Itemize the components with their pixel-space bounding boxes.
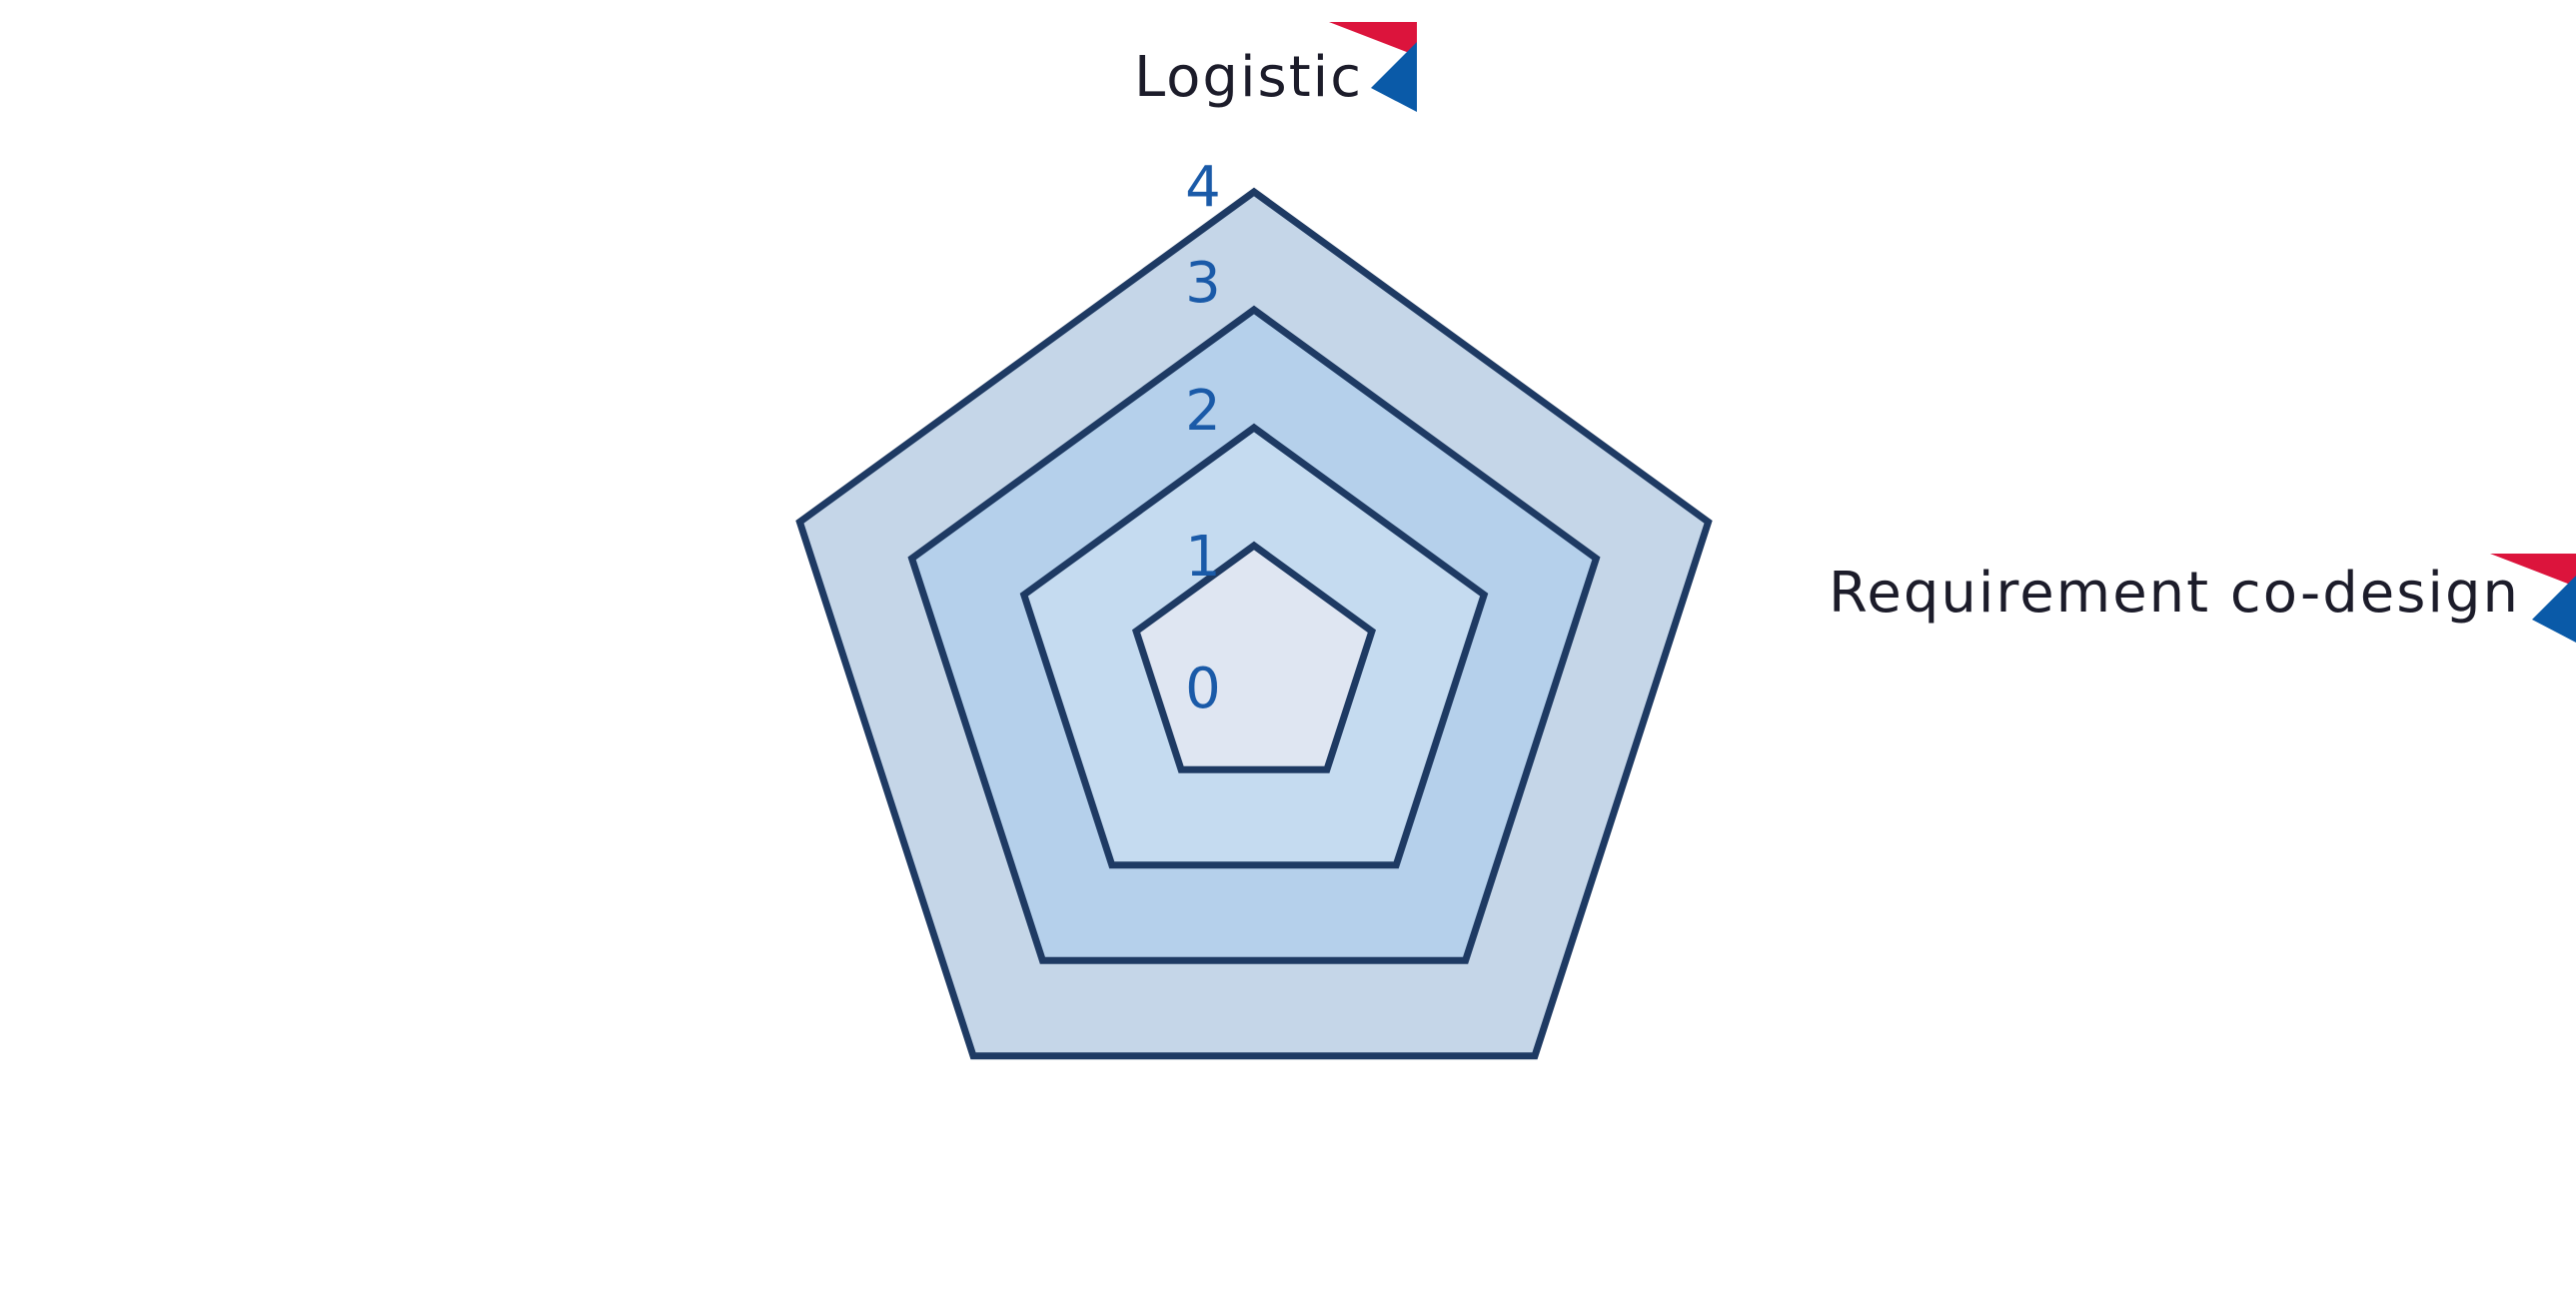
radar-tick-label: 3: [1185, 251, 1221, 316]
radar-ring-3: [907, 305, 1601, 964]
radar-tick-label: 1: [1185, 525, 1221, 590]
radar-tick-label: 0: [1185, 656, 1221, 721]
radar-scale-ticks: 0 1 2 3 4: [1185, 155, 1221, 721]
radar-ring-fill-1: [1136, 546, 1372, 770]
radar-tick-label: 4: [1185, 155, 1221, 220]
radar-tick-label: 2: [1185, 379, 1221, 444]
radar-axis-label: Logistic: [1134, 45, 1363, 110]
radar-ring-1: [1131, 541, 1377, 773]
radar-ring-2: [1019, 423, 1489, 869]
radar-axis-label: Requirement co-design: [1829, 561, 2520, 626]
red-blue-flag-icon: [1329, 22, 1417, 112]
radar-grid: [795, 187, 1713, 1060]
red-blue-flag-icon: [2490, 554, 2576, 643]
radar-ring-4: [795, 187, 1713, 1060]
